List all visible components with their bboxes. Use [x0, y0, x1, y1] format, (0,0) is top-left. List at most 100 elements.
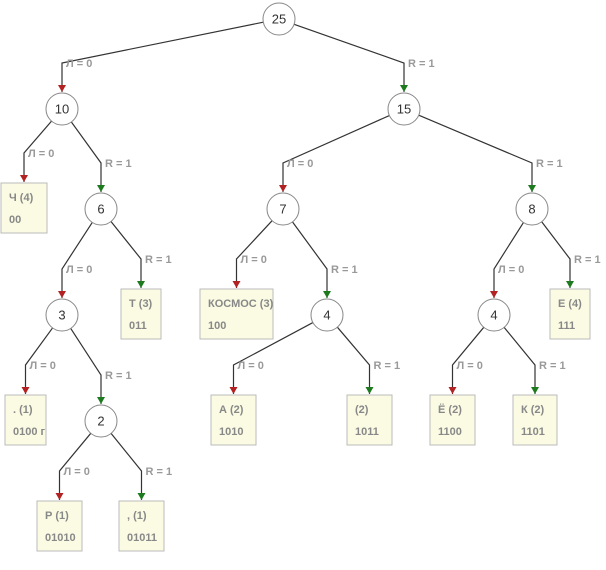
edge-left: Л = 0 [279, 114, 390, 192]
leaf-node: А (2) 1010 [210, 394, 257, 446]
edge-label-left: Л = 0 [457, 360, 483, 372]
leaf-code: 1010 [219, 426, 243, 438]
edge-right: R = 1 [541, 221, 601, 288]
leaf-code: 01010 [45, 532, 76, 544]
edge-right: R = 1 [291, 221, 358, 298]
node-circle [262, 2, 296, 36]
edge-line [20, 120, 52, 182]
leaf-code: 0100 г [13, 426, 46, 438]
edge-label-left: Л = 0 [498, 264, 524, 276]
node-weight: 2 [97, 414, 104, 429]
node-circle [477, 298, 511, 332]
leaf-code: 111 [558, 320, 575, 332]
edge-line [229, 322, 314, 394]
edge-right: R = 1 [70, 328, 132, 404]
leaf-box [512, 394, 558, 446]
node-circle [84, 192, 118, 226]
edge-right: R = 1 [418, 114, 563, 192]
edge-right: R = 1 [503, 326, 566, 394]
leaf-box [120, 288, 162, 340]
leaf-node: (2) 1011 [346, 394, 393, 446]
edge-left: Л = 0 [229, 322, 314, 394]
leaf-symbol: Т (3) [129, 298, 153, 310]
edge-left: Л = 0 [490, 222, 524, 298]
node-weight: 4 [490, 308, 497, 323]
leaf-box [210, 394, 257, 446]
leaf-box [36, 500, 83, 552]
leaf-symbol: (2) [355, 404, 369, 416]
node-circle [515, 192, 549, 226]
edge-left: Л = 0 [58, 21, 264, 92]
edge-line [293, 23, 408, 92]
internal-node: 4 [477, 298, 511, 332]
node-weight: 4 [323, 308, 330, 323]
edge-label-left: Л = 0 [28, 148, 54, 160]
edge-label-right: R = 1 [574, 254, 601, 266]
node-weight: 10 [55, 102, 69, 117]
edge-line [110, 221, 145, 288]
leaf-symbol: Р (1) [45, 510, 69, 522]
leaf-code: 100 [208, 320, 226, 332]
edge-right: R = 1 [110, 221, 172, 288]
edge-line [232, 220, 273, 288]
edge-label-right: R = 1 [105, 370, 132, 382]
leaf-symbol: А (2) [219, 404, 244, 416]
edge-line [58, 21, 264, 92]
node-circle [84, 404, 118, 438]
edge-label-right: R = 1 [105, 158, 132, 170]
edge-label-left: Л = 0 [64, 466, 90, 478]
leaf-code: 01011 [127, 532, 157, 544]
leaf-box [549, 288, 591, 340]
leaf-symbol: Ё (2) [438, 403, 462, 416]
edge-right: R = 1 [336, 326, 401, 394]
node-weight: 25 [272, 12, 286, 27]
edge-line [279, 114, 390, 192]
edge-label-left: Л = 0 [287, 158, 313, 170]
edge-label-left: Л = 0 [241, 254, 267, 266]
edge-line [418, 114, 536, 192]
leaf-node: . (1) 0100 г [4, 394, 47, 446]
leaf-symbol: . (1) [13, 404, 33, 416]
edge-label-right: R = 1 [146, 466, 173, 478]
internal-node: 10 [45, 92, 79, 126]
leaf-node: , (1) 01011 [118, 500, 165, 552]
leaf-node: Ё (2) 1100 [429, 394, 476, 446]
edge-left: Л = 0 [232, 220, 273, 288]
leaf-symbol: КОСМОС (3) [208, 298, 274, 310]
node-weight: 6 [97, 202, 104, 217]
edge-line [21, 327, 54, 394]
leaf-symbol: , (1) [127, 510, 147, 522]
leaf-code: 1100 [438, 426, 462, 438]
edge-label-right: R = 1 [408, 58, 435, 70]
edge-left: Л = 0 [448, 326, 485, 394]
leaf-code: 011 [129, 320, 147, 332]
node-circle [266, 192, 300, 226]
node-weight: 7 [279, 202, 286, 217]
internal-node: 4 [310, 298, 344, 332]
edge-line [490, 222, 524, 298]
edge-left: Л = 0 [20, 120, 54, 182]
edge-left: Л = 0 [58, 222, 93, 298]
edge-label-right: R = 1 [374, 360, 401, 372]
leaf-node: Ч (4)00 [0, 182, 48, 234]
edge-line [503, 326, 539, 394]
node-circle [45, 92, 79, 126]
edge-right: R = 1 [110, 433, 173, 500]
leaf-symbol: К (2) [521, 404, 545, 416]
edge-label-right: R = 1 [536, 158, 563, 170]
internal-node: 15 [387, 92, 421, 126]
edge-label-left: Л = 0 [66, 264, 92, 276]
edge-line [541, 221, 574, 288]
node-circle [310, 298, 344, 332]
leaf-box [118, 500, 165, 552]
edge-label-left: Л = 0 [30, 360, 56, 372]
node-weight: 15 [397, 102, 411, 117]
leaf-code: 1011 [355, 426, 379, 438]
edge-label-right: R = 1 [331, 264, 358, 276]
internal-node: 2 [84, 404, 118, 438]
leaf-code: 00 [9, 214, 21, 226]
edge-line [70, 121, 105, 192]
node-weight: 8 [528, 202, 535, 217]
internal-node: 7 [266, 192, 300, 226]
leaf-box [346, 394, 393, 446]
